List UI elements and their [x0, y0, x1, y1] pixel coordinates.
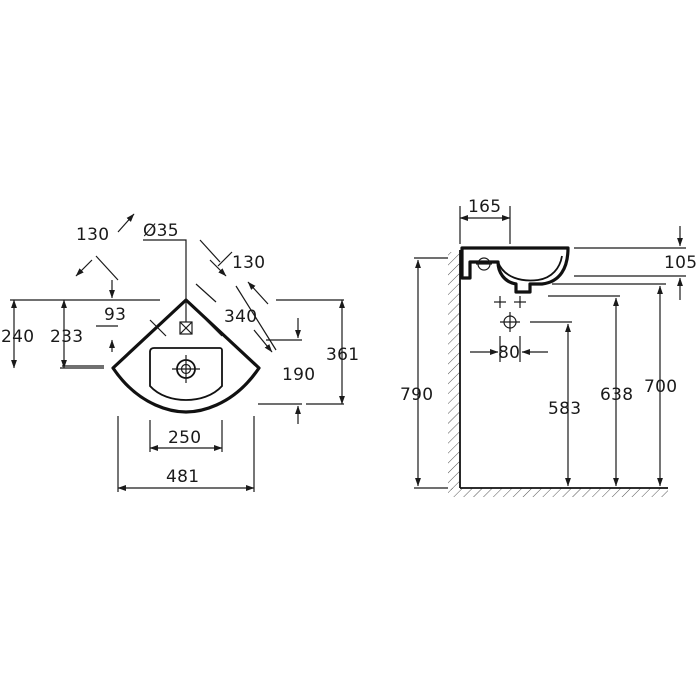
side-view: 165 105 80 790 583 638 700 [400, 197, 697, 497]
dim-700: 700 [644, 377, 677, 397]
dim-583: 583 [548, 399, 581, 419]
floor-hatch [448, 488, 668, 497]
plan-view: Ø35 130 130 340 93 240 233 [1, 213, 359, 492]
drain-icon [172, 355, 200, 383]
dim-638: 638 [600, 385, 633, 405]
dim-481: 481 [166, 467, 199, 487]
dim-240: 240 [1, 327, 34, 347]
tap-hole-icon [179, 321, 193, 335]
dim-105: 105 [664, 253, 697, 273]
dim-361: 361 [326, 345, 359, 365]
dim-340: 340 [224, 307, 257, 327]
waste-position-icon [494, 296, 526, 332]
dim-dia35: Ø35 [143, 221, 179, 241]
dim-165: 165 [468, 197, 501, 217]
dim-233: 233 [50, 327, 83, 347]
dim-250: 250 [168, 428, 201, 448]
wall-hatch [448, 252, 459, 490]
basin-inner-bowl [149, 347, 223, 401]
basin-side-profile [460, 246, 570, 294]
dim-80: 80 [498, 343, 520, 363]
dim-93: 93 [104, 305, 126, 325]
dim-790: 790 [400, 385, 433, 405]
dim-130-top: 130 [76, 225, 109, 245]
dia35-leader [143, 239, 187, 322]
dim-190: 190 [282, 365, 315, 385]
dim-130-right: 130 [232, 253, 265, 273]
basin-outer-outline [111, 298, 261, 414]
